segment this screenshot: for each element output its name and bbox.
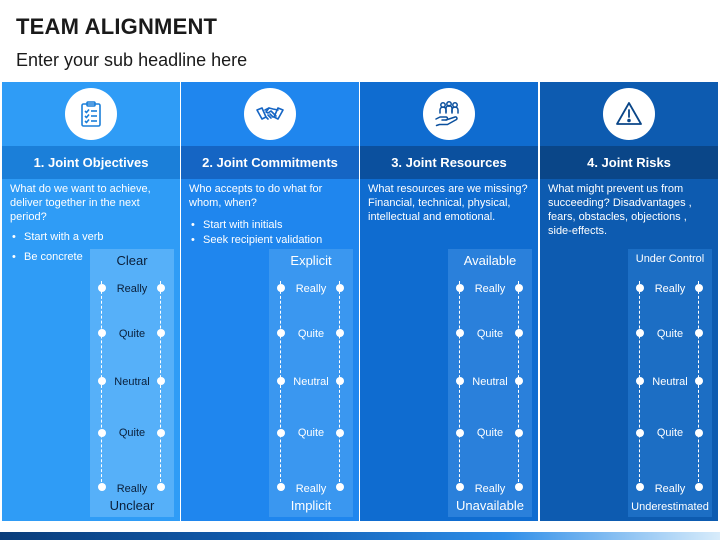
scale-level-label: Neutral: [293, 376, 329, 388]
column-heading: 1. Joint Objectives: [2, 146, 180, 179]
scale-dot: [456, 284, 464, 292]
column-joint-objectives: 1. Joint Objectives What do we want to a…: [2, 82, 180, 521]
bullet-item: Start with initials: [189, 218, 353, 232]
scale-dot: [277, 429, 285, 437]
scale-dot: [98, 483, 106, 491]
scale-dot: [277, 329, 285, 337]
scale-dot: [277, 483, 285, 491]
scale-level-label: Really: [116, 283, 148, 295]
scale-dot: [336, 483, 344, 491]
column-joint-risks: 4. Joint Risks What might prevent us fro…: [540, 82, 718, 521]
column-description: What do we want to achieve, deliver toge…: [10, 183, 151, 223]
scale-dot: [157, 284, 165, 292]
scale-level-label: Neutral: [114, 376, 150, 388]
scale-top-label: Explicit: [290, 253, 332, 268]
scale-dot: [695, 284, 703, 292]
alignment-scale: Under Control Really Quite Neutral Quite…: [628, 249, 712, 517]
bullet-item: Start with a verb: [10, 230, 174, 244]
people-hand-icon: [423, 88, 475, 140]
scale-level-label: Really: [295, 283, 327, 295]
scale-bottom-label: Unclear: [109, 498, 155, 513]
scale-dot: [695, 329, 703, 337]
scale-dot: [515, 284, 523, 292]
scale-level-label: Really: [116, 483, 148, 495]
footer-gradient-strip: [0, 532, 720, 540]
scale-level-label: Quite: [656, 328, 684, 340]
scale-level-label: Quite: [297, 328, 325, 340]
scale-dot: [336, 329, 344, 337]
scale-dot: [695, 483, 703, 491]
scale-level-label: Quite: [656, 427, 684, 439]
scale-top-label: Clear: [116, 253, 148, 268]
scale-dot: [456, 429, 464, 437]
scale-dot: [695, 429, 703, 437]
scale-dot: [98, 377, 106, 385]
scale-dot: [515, 483, 523, 491]
scale-level-label: Really: [295, 483, 327, 495]
column-heading: 2. Joint Commitments: [181, 146, 359, 179]
scale-dot: [456, 377, 464, 385]
column-description: What might prevent us from succeeding? D…: [548, 183, 692, 237]
scale-dot: [636, 377, 644, 385]
column-description: What resources are we missing? Financial…: [368, 183, 528, 223]
scale-dot: [636, 284, 644, 292]
bullet-item: Be concrete: [10, 250, 174, 264]
scale-dot: [157, 429, 165, 437]
scale-dot: [636, 429, 644, 437]
scale-dot: [336, 429, 344, 437]
scale-dot: [277, 284, 285, 292]
scale-top-label: Available: [463, 253, 517, 268]
scale-dot: [98, 284, 106, 292]
scale-dot: [515, 429, 523, 437]
scale-dot: [157, 377, 165, 385]
scale-level-label: Quite: [476, 427, 504, 439]
scale-level-label: Neutral: [472, 376, 508, 388]
page-title: TEAM ALIGNMENT: [16, 14, 218, 39]
scale-dot: [456, 329, 464, 337]
bullet-item: Seek recipient validation: [189, 233, 353, 247]
scale-dot: [695, 377, 703, 385]
scale-bottom-label: Unavailable: [456, 498, 524, 513]
bullet-list: Start with a verb Be concrete: [10, 230, 174, 270]
scale-level-label: Really: [474, 283, 506, 295]
column-heading: 3. Joint Resources: [360, 146, 538, 179]
clipboard-checklist-icon: [65, 88, 117, 140]
scale-level-label: Really: [474, 483, 506, 495]
scale-level-label: Quite: [297, 427, 325, 439]
bullet-list: Start with initials Seek recipient valid…: [189, 218, 353, 248]
scale-dot: [98, 329, 106, 337]
scale-dot: [456, 483, 464, 491]
scale-top-label: Under Control: [635, 253, 705, 265]
column-joint-commitments: 2. Joint Commitments Who accepts to do w…: [181, 82, 359, 521]
scale-dot: [336, 284, 344, 292]
alignment-scale: Clear Really Quite Neutral Quite Really …: [90, 249, 174, 517]
scale-bottom-label: Implicit: [290, 498, 332, 513]
scale-dot: [277, 377, 285, 385]
scale-level-label: Quite: [118, 427, 146, 439]
column-description: Who accepts to do what for whom, when?: [189, 183, 323, 209]
scale-dot: [515, 329, 523, 337]
scale-dot: [157, 483, 165, 491]
alignment-scale: Explicit Really Quite Neutral Quite Real…: [269, 249, 353, 517]
warning-triangle-icon: [603, 88, 655, 140]
page-subtitle: Enter your sub headline here: [16, 50, 248, 70]
scale-level-label: Really: [654, 483, 686, 495]
scale-level-label: Really: [654, 283, 686, 295]
scale-level-label: Quite: [118, 328, 146, 340]
scale-dot: [336, 377, 344, 385]
scale-bottom-label: Underestimated: [631, 501, 709, 513]
scale-dot: [98, 429, 106, 437]
scale-dot: [636, 483, 644, 491]
scale-level-label: Neutral: [652, 376, 688, 388]
scale-dot: [157, 329, 165, 337]
alignment-scale: Available Really Quite Neutral Quite Rea…: [448, 249, 532, 517]
column-heading: 4. Joint Risks: [540, 146, 718, 179]
column-joint-resources: 3. Joint Resources What resources are we…: [360, 82, 538, 521]
scale-dot: [636, 329, 644, 337]
scale-level-label: Quite: [476, 328, 504, 340]
handshake-icon: [244, 88, 296, 140]
scale-dot: [515, 377, 523, 385]
